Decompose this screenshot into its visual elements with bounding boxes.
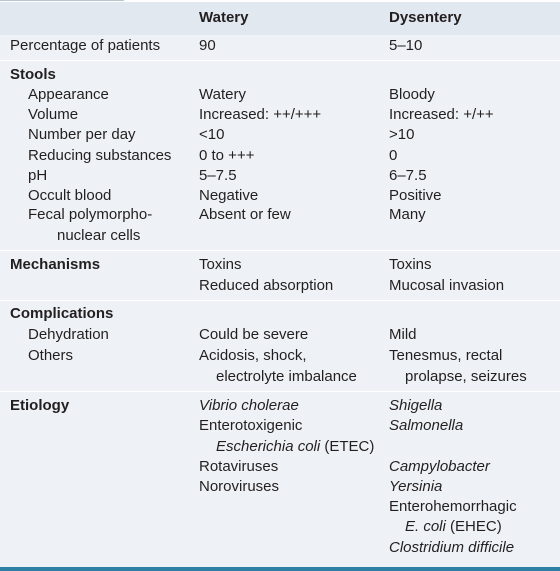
table-row: Enterohemorrhagic xyxy=(0,497,560,517)
dysentery-value: >10 xyxy=(389,126,415,143)
dysentery-value-continued: prolapse, seizures xyxy=(405,368,527,385)
row-label: Occult blood xyxy=(28,187,112,204)
table-row: Stools xyxy=(0,65,560,85)
watery-value: 5–7.5 xyxy=(199,167,237,184)
table-row: nuclear cells xyxy=(0,226,560,246)
table-row: Mechanisms Toxins Toxins xyxy=(0,255,560,275)
watery-value: Enterotoxigenic xyxy=(199,417,303,434)
watery-value: Watery xyxy=(199,86,246,103)
dysentery-value: 6–7.5 xyxy=(389,167,427,184)
row-label: pH xyxy=(28,167,48,184)
row-label: Volume xyxy=(28,106,79,123)
row-label: Others xyxy=(28,347,74,364)
dysentery-value: Many xyxy=(389,206,426,223)
dysentery-value: Bloody xyxy=(389,86,435,103)
watery-value: 0 to +++ xyxy=(199,147,255,164)
organism-name: E. coli xyxy=(405,518,446,535)
column-header-watery: Watery xyxy=(199,9,249,26)
dysentery-value: Campylobacter xyxy=(389,458,490,475)
dysentery-value: Tenesmus, rectal xyxy=(389,347,503,364)
dysentery-value: Mild xyxy=(389,326,417,343)
dysentery-value: Toxins xyxy=(389,256,432,273)
table-body xyxy=(0,35,560,567)
watery-value: <10 xyxy=(199,126,225,143)
section-heading-complications: Complications xyxy=(10,305,114,322)
table-header: Watery Dysentery xyxy=(0,2,560,35)
table-row: Occult blood Negative Positive xyxy=(0,186,560,206)
column-header-dysentery: Dysentery xyxy=(389,9,462,26)
table-row: Volume Increased: ++/+++ Increased: +/++ xyxy=(0,105,560,125)
watery-value: Acidosis, shock, xyxy=(199,347,307,364)
table-row: Reduced absorption Mucosal invasion xyxy=(0,276,560,296)
section-heading-mechanisms: Mechanisms xyxy=(10,256,101,273)
table-row: Clostridium difficile xyxy=(0,538,560,558)
dysentery-value: Mucosal invasion xyxy=(389,277,505,294)
section-heading-etiology: Etiology xyxy=(10,397,70,414)
table-row: Others Acidosis, shock, Tenesmus, rectal xyxy=(0,346,560,366)
top-rule xyxy=(0,0,124,1)
dysentery-value: Yersinia xyxy=(389,478,443,495)
watery-value: Noroviruses xyxy=(199,478,280,495)
dysentery-value: Increased: +/++ xyxy=(389,106,494,123)
organism-name: Escherichia coli xyxy=(216,438,321,455)
dysentery-value: Enterohemorrhagic xyxy=(389,498,517,515)
table-row: Reducing substances 0 to +++ 0 xyxy=(0,146,560,166)
watery-value: Toxins xyxy=(199,256,242,273)
table-row: Escherichia coli (ETEC) xyxy=(0,437,560,457)
section-heading-stools: Stools xyxy=(10,66,56,83)
dysentery-value-continued: E. coli (EHEC) xyxy=(405,517,502,537)
watery-value: Rotaviruses xyxy=(199,458,279,475)
table-row: Number per day <10 >10 xyxy=(0,125,560,145)
row-label: Reducing substances xyxy=(28,147,172,164)
table-row: Percentage of patients 90 5–10 xyxy=(0,36,560,56)
watery-value-continued: Escherichia coli (ETEC) xyxy=(216,437,374,457)
row-label: Percentage of patients xyxy=(10,37,161,54)
table-row: Appearance Watery Bloody xyxy=(0,85,560,105)
row-divider xyxy=(0,300,560,301)
table-row: Enterotoxigenic Salmonella xyxy=(0,416,560,436)
watery-value: Increased: ++/+++ xyxy=(199,106,322,123)
watery-value: Could be severe xyxy=(199,326,309,343)
table-row: Complications xyxy=(0,304,560,324)
dysentery-value: Shigella xyxy=(389,397,443,414)
watery-value: Vibrio cholerae xyxy=(199,397,299,414)
table-row: E. coli (EHEC) xyxy=(0,517,560,537)
dysentery-value: 5–10 xyxy=(389,37,423,54)
watery-value: Negative xyxy=(199,187,259,204)
row-divider xyxy=(0,250,560,251)
row-label: Appearance xyxy=(28,86,109,103)
row-divider xyxy=(0,391,560,392)
table-row: Dehydration Could be severe Mild xyxy=(0,325,560,345)
dysentery-value: 0 xyxy=(389,147,398,164)
watery-value-continued: electrolyte imbalance xyxy=(216,368,357,385)
table-row: Noroviruses Yersinia xyxy=(0,477,560,497)
watery-value: Absent or few xyxy=(199,206,291,223)
row-divider xyxy=(0,60,560,61)
row-label: Number per day xyxy=(28,126,136,143)
table-row: Fecal polymorpho- Absent or few Many xyxy=(0,205,560,225)
dysentery-value: Positive xyxy=(389,187,442,204)
watery-value: 90 xyxy=(199,37,216,54)
table-row: Etiology Vibrio cholerae Shigella xyxy=(0,396,560,416)
organism-suffix: (ETEC) xyxy=(320,438,375,455)
row-label: Dehydration xyxy=(28,326,109,343)
table-row: electrolyte imbalance prolapse, seizures xyxy=(0,367,560,387)
dysentery-value: Salmonella xyxy=(389,417,464,434)
row-label-continued: nuclear cells xyxy=(57,227,141,244)
table-row: pH 5–7.5 6–7.5 xyxy=(0,166,560,186)
bottom-rule xyxy=(0,567,560,571)
watery-value: Reduced absorption xyxy=(199,277,334,294)
organism-suffix: (EHEC) xyxy=(445,518,502,535)
table-row: Rotaviruses Campylobacter xyxy=(0,457,560,477)
dysentery-value: Clostridium difficile xyxy=(389,539,515,556)
row-label: Fecal polymorpho- xyxy=(28,206,153,223)
